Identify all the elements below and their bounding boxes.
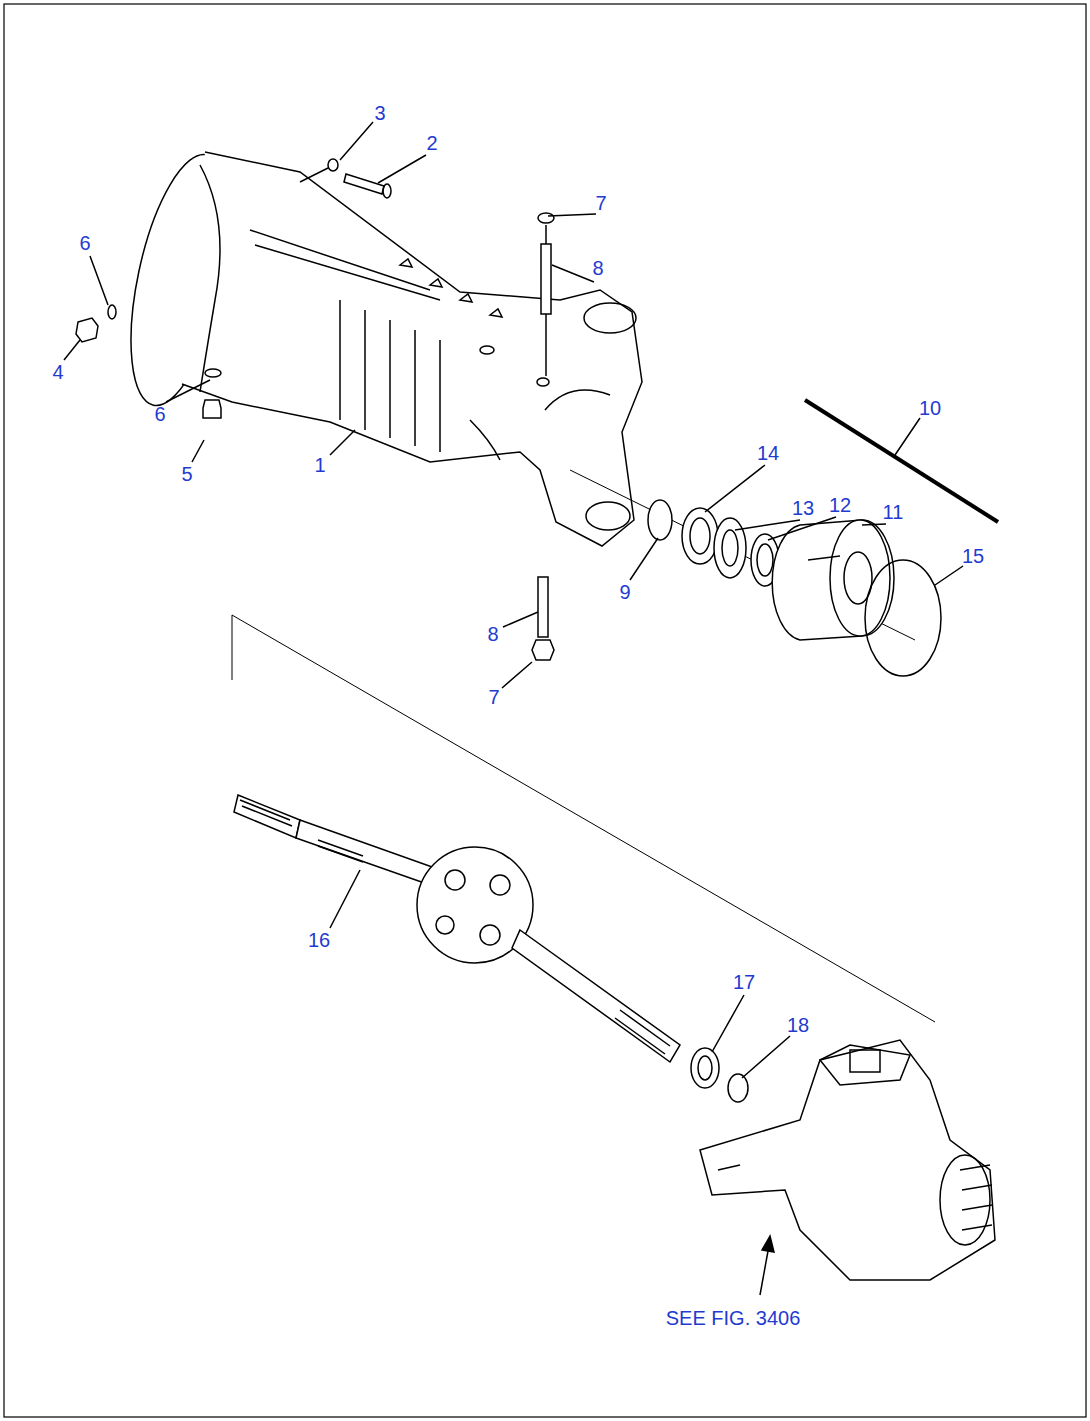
callout-number: 14 <box>757 443 779 463</box>
reference-note: SEE FIG. 3406 <box>666 1308 801 1328</box>
callout-number: 6 <box>154 404 165 424</box>
callout-number: 13 <box>792 498 814 518</box>
callout-number: 9 <box>619 582 630 602</box>
callout-number: 18 <box>787 1015 809 1035</box>
callout-number: 12 <box>829 495 851 515</box>
callout-number: 8 <box>487 624 498 644</box>
callout-number: 7 <box>595 193 606 213</box>
callout-number: 3 <box>374 103 385 123</box>
callout-number: 11 <box>883 502 904 522</box>
callout-number: 1 <box>314 455 325 475</box>
callout-number: 8 <box>592 258 603 278</box>
callout-number: 5 <box>181 464 192 484</box>
callout-number: 16 <box>308 930 330 950</box>
callout-number: 15 <box>962 546 984 566</box>
callout-number: 17 <box>733 972 755 992</box>
callout-number: 2 <box>426 133 437 153</box>
callout-number: 10 <box>919 398 941 418</box>
callout-number: 6 <box>79 233 90 253</box>
callout-number: 4 <box>52 362 63 382</box>
callout-number: 7 <box>488 687 499 707</box>
